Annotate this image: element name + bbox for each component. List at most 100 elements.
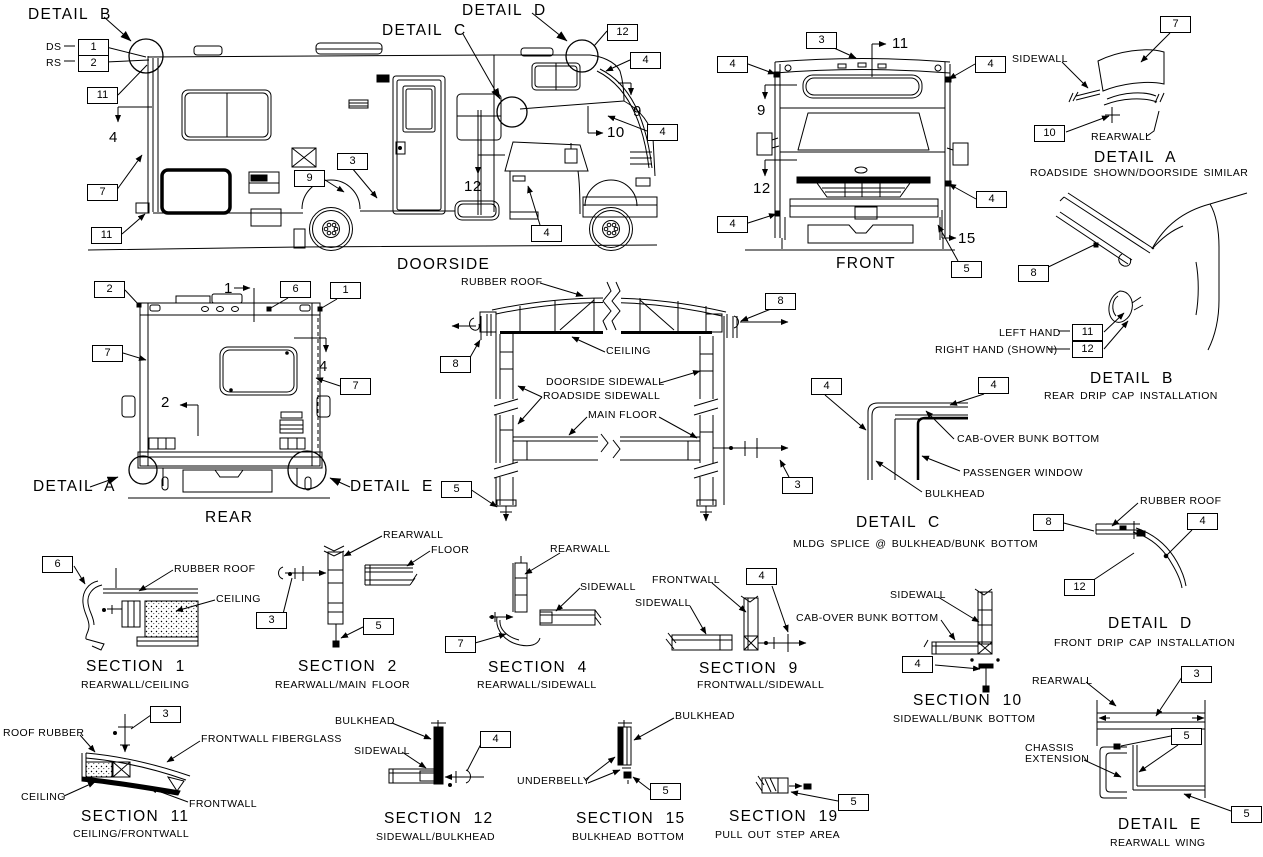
part-label: BULKHEAD xyxy=(925,488,985,500)
part-callout: 4 xyxy=(978,377,1009,394)
view-subtitle: REARWALL/CEILING xyxy=(81,679,190,691)
doorside-view-drawing xyxy=(64,12,658,251)
part-callout: 12 xyxy=(1072,341,1103,358)
part-label: FRONTWALL xyxy=(652,574,720,586)
part-callout: 4 xyxy=(975,56,1006,73)
part-callout: 2 xyxy=(78,55,109,72)
view-title: REAR xyxy=(205,509,254,526)
part-callout: 11 xyxy=(91,227,122,244)
section-10-drawing xyxy=(923,588,1000,693)
part-label: LEFT HAND xyxy=(999,327,1061,339)
part-callout: 4 xyxy=(647,124,678,141)
ref-number: 11 xyxy=(892,35,909,52)
part-callout: 5 xyxy=(1171,728,1202,745)
view-title: DETAIL B xyxy=(28,6,112,23)
view-title: DETAIL B xyxy=(1090,370,1174,387)
view-title: DETAIL C xyxy=(382,22,467,39)
part-callout: 4 xyxy=(746,568,777,585)
part-label: BULKHEAD xyxy=(335,715,395,727)
part-label: BULKHEAD xyxy=(675,710,735,722)
view-title: DETAIL A xyxy=(33,478,116,495)
view-subtitle: REARWALL/SIDEWALL xyxy=(477,679,597,691)
view-title: SECTION 15 xyxy=(576,810,686,827)
part-label: ROADSIDE SIDEWALL xyxy=(543,390,661,402)
part-callout: 12 xyxy=(607,24,638,41)
detail-a-drawing xyxy=(1061,32,1171,137)
part-callout: 1 xyxy=(78,39,109,56)
part-label: RUBBER ROOF xyxy=(461,276,543,288)
part-label: PASSENGER WINDOW xyxy=(963,467,1083,479)
part-label: REARWALL xyxy=(1032,675,1093,687)
part-callout: 7 xyxy=(340,378,371,395)
part-callout: 8 xyxy=(1018,265,1049,282)
view-subtitle: BULKHEAD BOTTOM xyxy=(572,831,685,843)
view-title: DOORSIDE xyxy=(397,256,491,273)
part-callout: 3 xyxy=(782,477,813,494)
part-callout: 4 xyxy=(717,216,748,233)
part-callout: 8 xyxy=(440,356,471,373)
part-label: SIDEWALL xyxy=(580,581,636,593)
part-label: REARWALL xyxy=(1091,131,1152,143)
part-callout: 4 xyxy=(630,52,661,69)
view-subtitle: CEILING/FRONTWALL xyxy=(73,828,190,840)
section-1-drawing xyxy=(73,565,216,651)
part-label: SIDEWALL xyxy=(635,597,691,609)
part-callout: 4 xyxy=(480,731,511,748)
view-title: DETAIL C xyxy=(856,514,941,531)
ref-number: 4 xyxy=(109,129,118,146)
section-12-drawing xyxy=(388,720,484,787)
detail-e-drawing xyxy=(1083,676,1232,812)
part-callout: 7 xyxy=(1160,16,1191,33)
part-label: REARWALL xyxy=(550,543,611,555)
part-callout: 5 xyxy=(1231,806,1262,823)
detail-b-drawing xyxy=(1039,192,1248,351)
front-view-drawing xyxy=(745,44,977,262)
part-label: CEILING xyxy=(216,593,261,605)
view-subtitle: REAR DRIP CAP INSTALLATION xyxy=(1044,390,1218,402)
part-label: SIDEWALL xyxy=(354,745,410,757)
part-callout: 4 xyxy=(1187,513,1218,530)
part-callout: 4 xyxy=(902,656,933,673)
view-subtitle: FRONTWALL/SIDEWALL xyxy=(697,679,825,691)
section-9-drawing xyxy=(665,582,807,652)
ref-number: 12 xyxy=(753,180,771,197)
ref-number: 12 xyxy=(464,178,482,195)
view-title: DETAIL E xyxy=(1118,816,1202,833)
part-callout: 8 xyxy=(765,293,796,310)
part-label: RUBBER ROOF xyxy=(174,563,256,575)
view-title: FRONT xyxy=(836,255,896,272)
part-callout: 3 xyxy=(806,32,837,49)
part-callout: 5 xyxy=(650,783,681,800)
view-title: SECTION 9 xyxy=(699,660,799,677)
view-title: SECTION 2 xyxy=(298,658,398,675)
part-callout: 4 xyxy=(717,56,748,73)
part-label: DS xyxy=(46,41,62,53)
view-title: SECTION 12 xyxy=(384,810,494,827)
part-label: ROOF RUBBER xyxy=(3,727,85,739)
part-label: RUBBER ROOF xyxy=(1140,495,1222,507)
part-label: EXTENSION xyxy=(1025,753,1090,765)
part-label: RS xyxy=(46,57,62,69)
part-label: FLOOR xyxy=(431,544,470,556)
part-label: FRONTWALL FIBERGLASS xyxy=(201,733,342,745)
part-callout: 1 xyxy=(330,282,361,299)
part-label: CAB-OVER BUNK BOTTOM xyxy=(957,433,1100,445)
ref-number: 2 xyxy=(161,394,170,411)
part-label: REARWALL xyxy=(383,529,444,541)
ref-number: 15 xyxy=(958,230,976,247)
part-callout: 6 xyxy=(42,556,73,573)
view-title: SECTION 1 xyxy=(86,658,186,675)
part-label: SIDEWALL xyxy=(1012,53,1068,65)
section-4-drawing xyxy=(474,552,602,647)
detail-d-drawing xyxy=(1059,502,1193,589)
view-subtitle: REARWALL WING xyxy=(1110,837,1206,849)
part-callout: 2 xyxy=(94,281,125,298)
part-callout: 9 xyxy=(294,170,325,187)
section-15-drawing xyxy=(584,717,675,791)
ref-number: 4 xyxy=(319,358,328,375)
part-callout: 11 xyxy=(87,87,118,104)
part-callout: 5 xyxy=(838,794,869,811)
ref-number: 10 xyxy=(607,124,625,141)
